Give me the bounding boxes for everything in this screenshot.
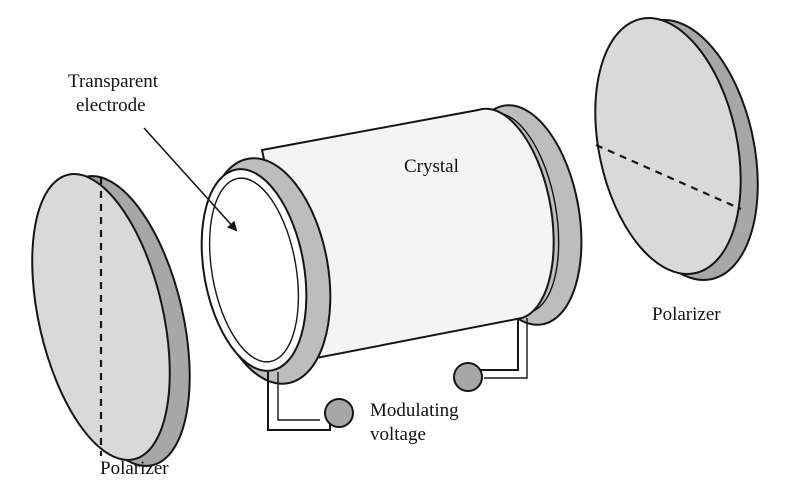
crystal-body [260, 107, 555, 362]
right-polarizer-face [594, 17, 742, 275]
left-polarizer-face [31, 173, 171, 461]
crystal-assembly [200, 104, 583, 385]
upper-terminal-ball [453, 362, 483, 392]
transparent-electrode-label-line1: Transparent [68, 71, 159, 92]
lower-lead [267, 372, 354, 431]
modulating-voltage-label-line2: voltage [370, 424, 426, 445]
transparent-electrode-inner-ring [208, 177, 300, 363]
right-polarizer [594, 17, 759, 281]
left-polarizer-label: Polarizer [100, 458, 169, 479]
left-polarizer [31, 173, 191, 467]
crystal-label: Crystal [404, 156, 459, 177]
lower-terminal-ball [324, 398, 354, 428]
right-polarizer-label: Polarizer [652, 304, 721, 325]
transparent-electrode-face [200, 168, 308, 372]
right-polarizer-axis-line [595, 143, 742, 211]
transparent-electrode-label-line2: electrode [76, 95, 146, 116]
electrode-pointer-arrow [143, 127, 238, 232]
upper-lead [453, 318, 528, 392]
upper-lead-wire [480, 318, 519, 371]
lower-lead-wire-edge [277, 372, 320, 421]
upper-lead-wire-edge [484, 318, 528, 379]
modulating-voltage-label-line1: Modulating [370, 400, 459, 421]
